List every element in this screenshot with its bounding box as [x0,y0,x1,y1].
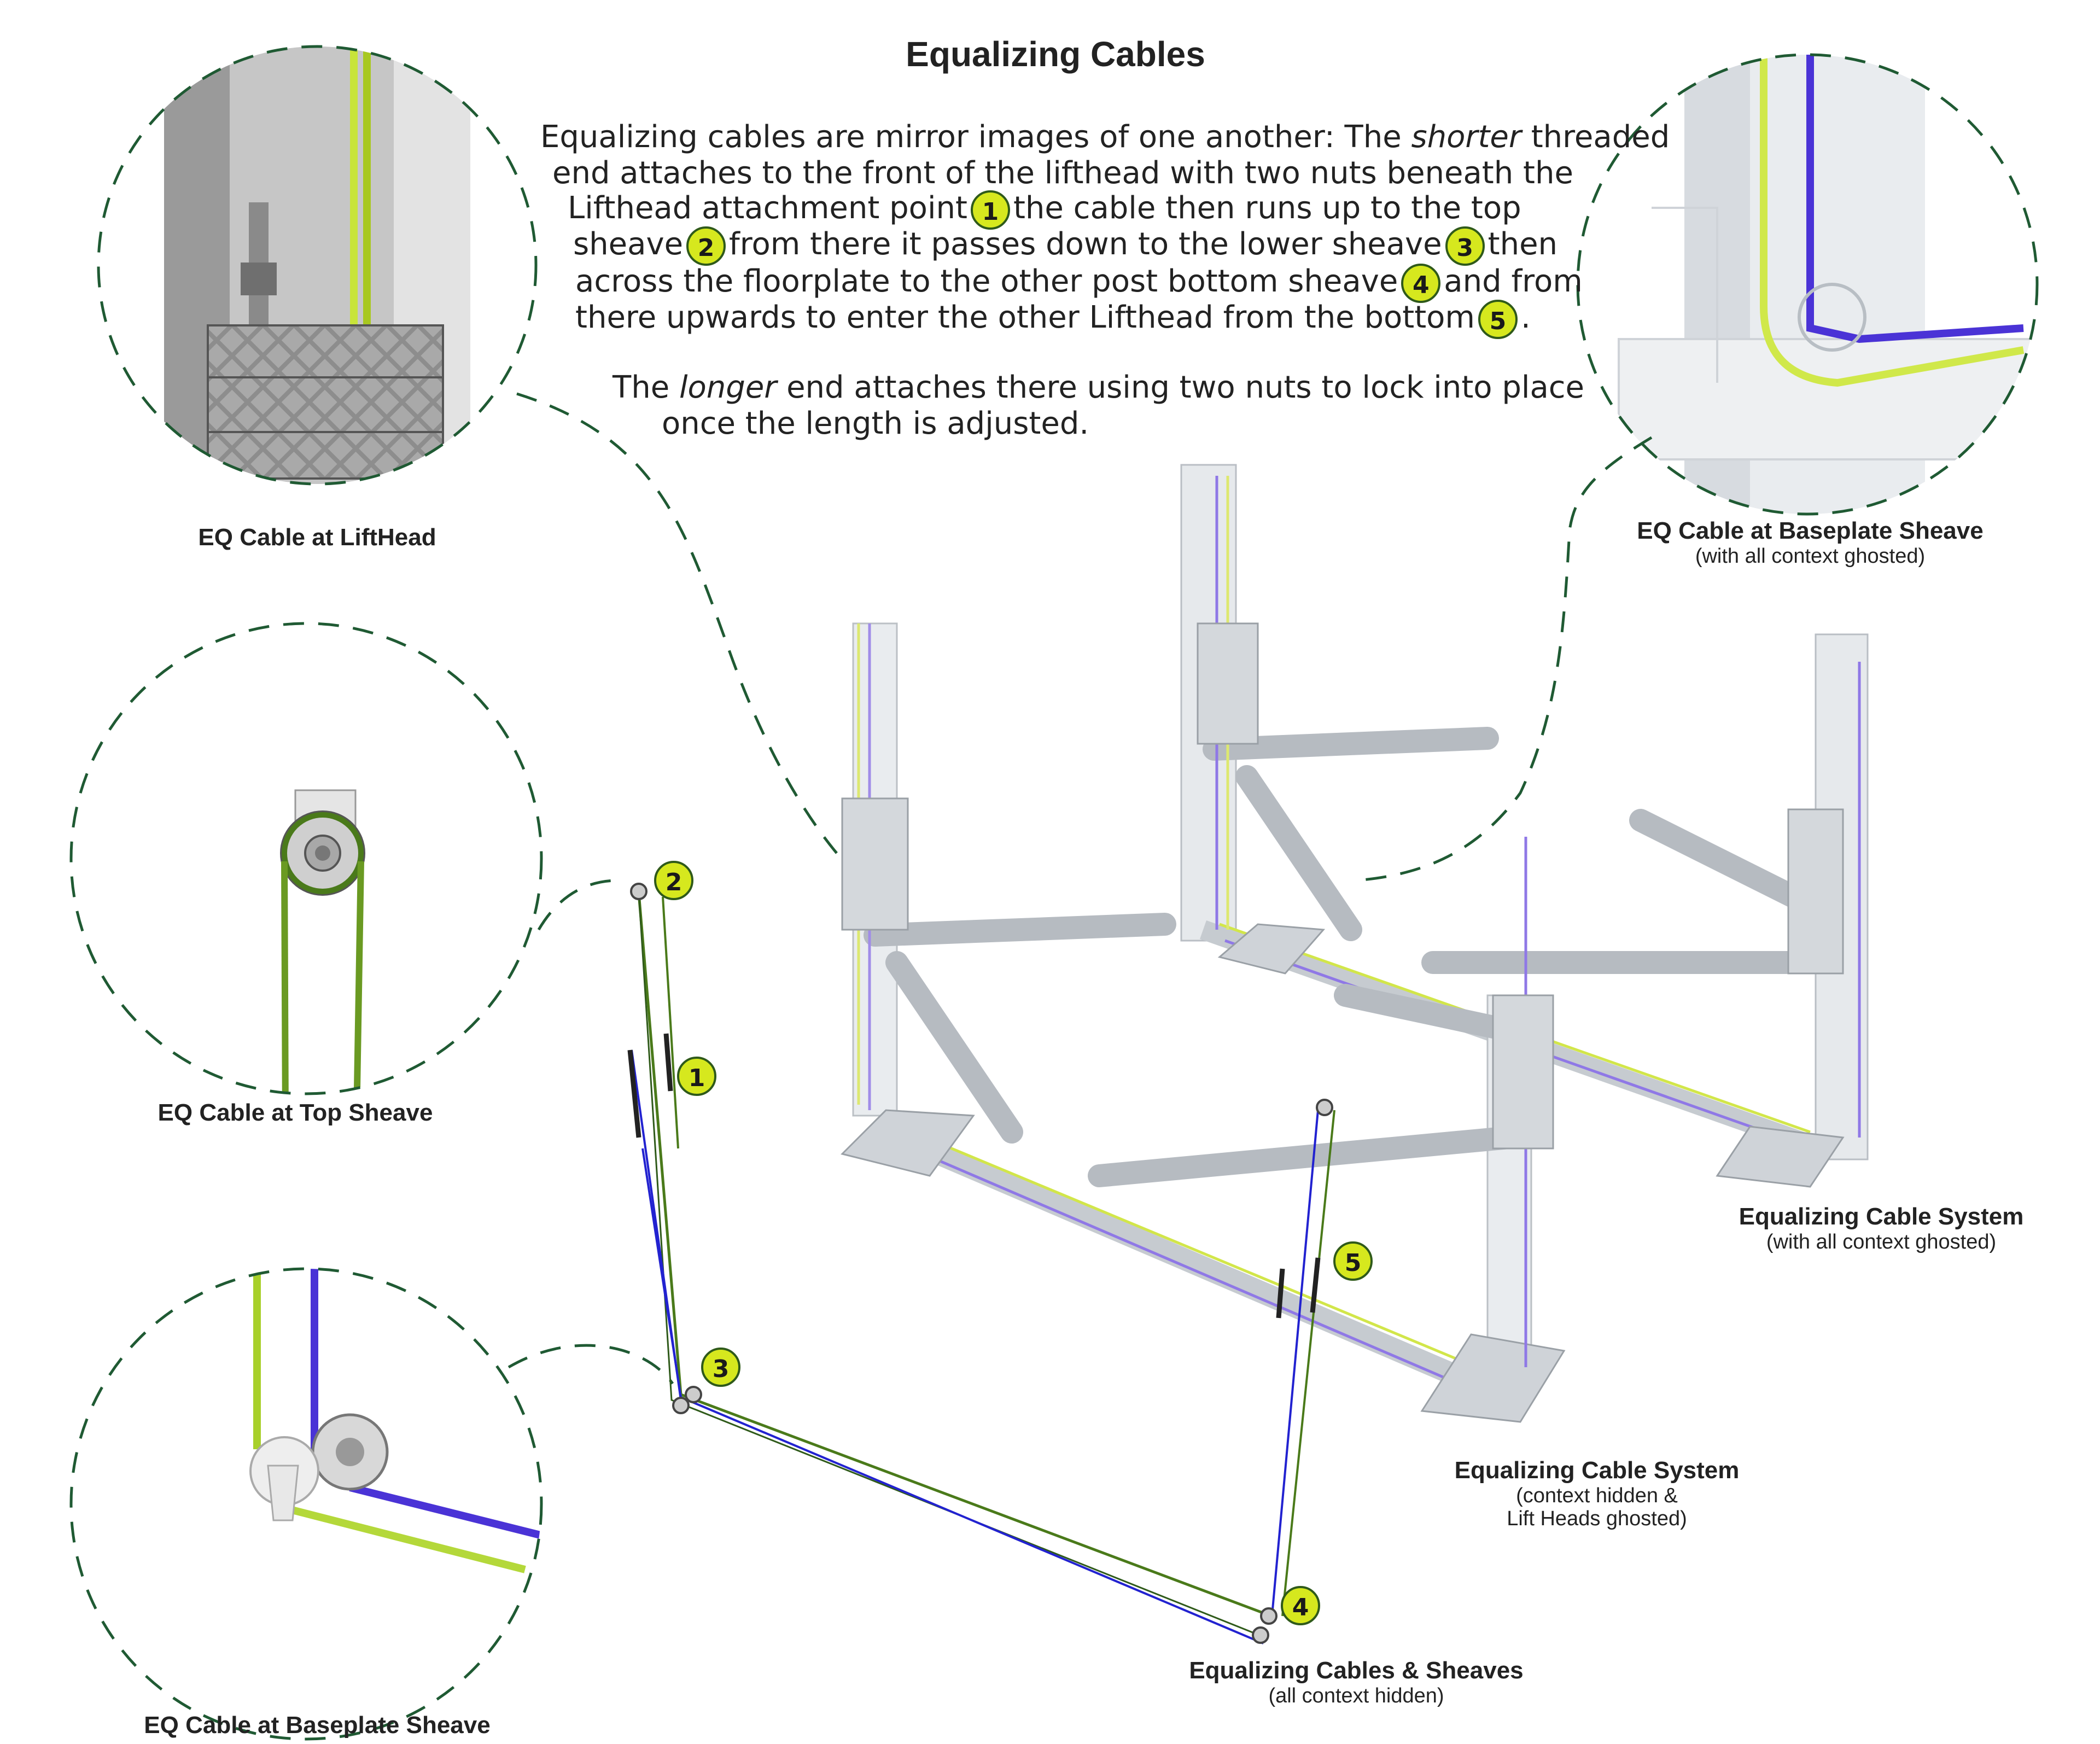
callout-badge-3: 3 [1445,226,1485,266]
callout-badge-4: 4 [1401,264,1441,303]
caption-text: Equalizing Cable System [1739,1203,2024,1230]
diagram-badge-5: 5 [1333,1241,1373,1281]
caption-text: EQ Cable at Top Sheave [158,1099,433,1126]
ghosted-lift-illustration [841,464,1869,1423]
caption-baseplate-right: EQ Cable at Baseplate Sheave (with all c… [1619,517,2002,568]
paragraph-1-line-1: Equalizing cables are mirror images of o… [540,119,1670,155]
ghosted-baseplate-illustration [1618,55,2037,514]
diagram-badge-1: 1 [677,1057,716,1096]
caption-lifthead: EQ Cable at LiftHead [137,524,498,551]
caption-text: Equalizing Cables & Sheaves [1189,1657,1524,1684]
text: . [1520,300,1531,336]
baseplate-sheave-illustration [249,1269,541,1573]
caption-subtext: Lift Heads ghosted) [1507,1507,1687,1530]
caption-subtext: (context hidden & [1516,1484,1678,1507]
text: The [612,370,679,405]
paragraph-1-line-5: across the floorplate to the other post … [575,264,1583,303]
caption-subtext: (with all context ghosted) [1695,545,1926,568]
text: and from [1444,264,1583,300]
caption-subtext: (with all context ghosted) [1766,1230,1997,1253]
caption-text: EQ Cable at LiftHead [198,524,436,551]
text: there upwards to enter the other Lifthea… [575,300,1475,336]
diagram-badge-4: 4 [1281,1586,1320,1625]
caption-text: EQ Cable at Baseplate Sheave [144,1712,491,1739]
caption-subtext: (all context hidden) [1268,1684,1444,1707]
cables-sheaves-illustration [627,883,1335,1644]
text: Equalizing cables are mirror images of o… [540,119,1411,155]
caption-cables-sheaves: Equalizing Cables & Sheaves (all context… [1165,1657,1548,1707]
caption-text: Equalizing Cable System [1454,1457,1740,1484]
text: Lifthead attachment point [568,190,967,226]
callout-badge-1: 1 [970,190,1010,230]
diagram-badge-2: 2 [654,861,693,900]
text: the cable then runs up to the top [1013,190,1521,226]
page-title: Equalizing Cables [906,34,1205,74]
caption-system-hidden: Equalizing Cable System (context hidden … [1405,1457,1788,1530]
paragraph-1-line-6: there upwards to enter the other Lifthea… [575,300,1531,339]
caption-baseplate-left: EQ Cable at Baseplate Sheave [109,1712,525,1739]
connector-lines [508,392,1653,1385]
caption-text: EQ Cable at Baseplate Sheave [1637,517,1984,544]
paragraph-1-line-2: end attaches to the front of the lifthea… [552,155,1573,191]
callout-badge-5: 5 [1478,300,1518,339]
caption-system-ghosted: Equalizing Cable System (with all contex… [1690,1203,2073,1253]
text: then [1488,226,1558,263]
caption-top-sheave: EQ Cable at Top Sheave [115,1099,476,1127]
callout-badge-2: 2 [686,226,726,266]
text-emphasis: shorter [1411,119,1521,155]
text: from there it passes down to the lower s… [729,226,1442,263]
lifthead-detail-illustration [98,46,536,484]
paragraph-2-line-2: once the length is adjusted. [662,406,1089,441]
text: sheave [573,226,684,263]
top-sheave-illustration [280,789,365,1094]
text-emphasis: longer [679,370,777,405]
diagram-badge-3: 3 [701,1348,740,1387]
text: across the floorplate to the other post … [575,264,1398,300]
text: threaded [1521,119,1670,155]
text: end attaches there using two nuts to loc… [777,370,1584,405]
paragraph-2-line-1: The longer end attaches there using two … [612,370,1584,406]
